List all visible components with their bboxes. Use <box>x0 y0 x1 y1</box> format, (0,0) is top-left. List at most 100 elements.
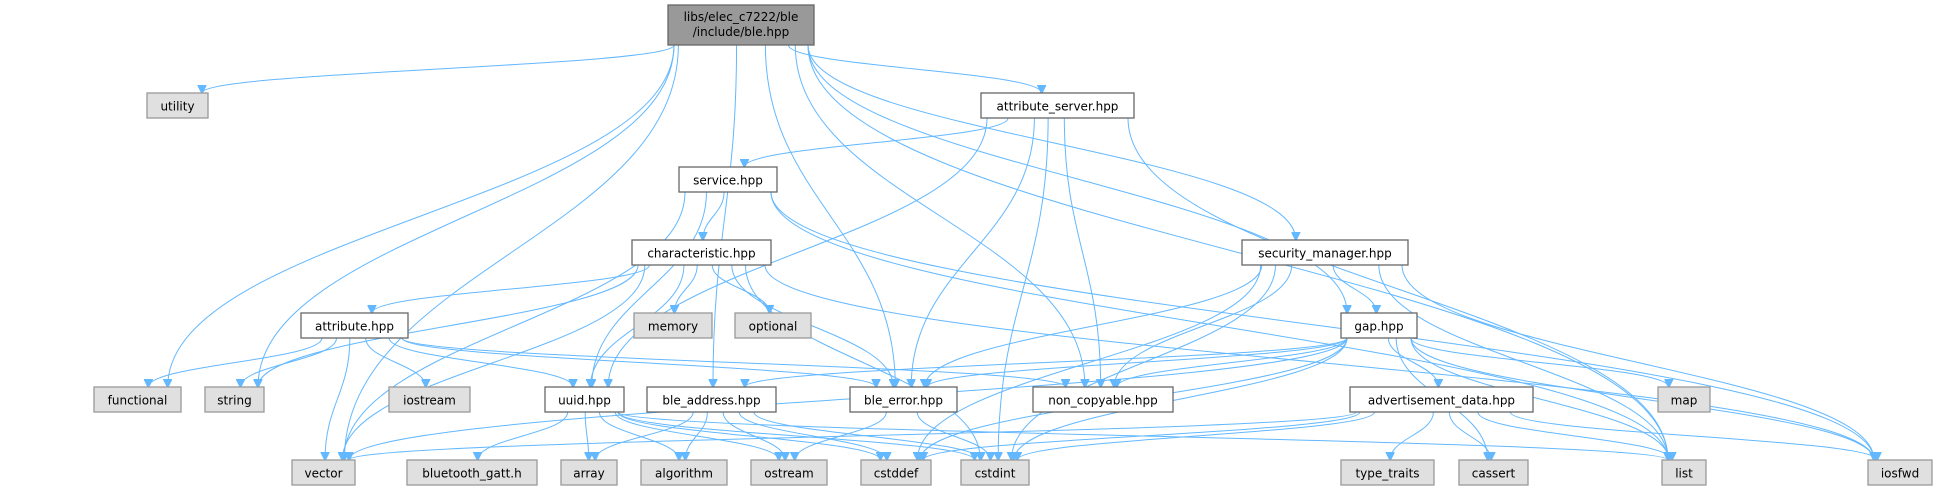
edge-characteristic-to-iosfwd <box>764 264 1874 460</box>
node-box <box>1657 386 1711 413</box>
edge-service-to-uuid <box>592 191 707 387</box>
edge-service-to-iosfwd <box>770 191 1874 460</box>
node-gap[interactable]: gap.hpp <box>1340 312 1418 339</box>
node-box <box>734 312 812 339</box>
node-advertisement-data[interactable]: advertisement_data.hpp <box>1349 386 1534 413</box>
edge-advertisement-data-to-cstdint <box>1017 411 1376 460</box>
node-box <box>1340 459 1435 486</box>
edge-ble-address-to-algorithm <box>685 411 708 460</box>
node-attribute-server[interactable]: attribute_server.hpp <box>980 92 1135 119</box>
node-box <box>678 166 778 193</box>
node-label: vector <box>304 467 342 481</box>
node-box <box>631 239 772 266</box>
edge-characteristic-to-cstdint <box>745 264 981 460</box>
node-label: characteristic.hpp <box>647 247 755 261</box>
node-type-traits: type_traits <box>1340 459 1435 486</box>
edge-gap-to-ble-address <box>745 337 1348 387</box>
node-box <box>750 459 828 486</box>
edge-ble-to-security-manager <box>807 44 1296 240</box>
node-bluetooth-gatt: bluetooth_gatt.h <box>406 459 538 486</box>
node-box <box>1661 459 1707 486</box>
node-box <box>93 386 182 413</box>
edge-uuid-to-bluetooth-gatt <box>478 411 569 460</box>
edge-ble-to-vector <box>344 44 679 460</box>
edge-service-to-characteristic <box>703 191 725 240</box>
node-map: map <box>1657 386 1711 413</box>
node-label: uuid.hpp <box>558 394 611 408</box>
edge-characteristic-to-ble-error <box>731 264 894 387</box>
node-box <box>960 459 1030 486</box>
node-box <box>1867 459 1933 486</box>
node-label: ble_address.hpp <box>662 394 760 408</box>
edge-ble-to-utility <box>202 44 675 93</box>
node-label: iostream <box>403 394 456 408</box>
edge-attribute-server-to-uuid <box>608 117 988 387</box>
edge-attribute-to-iostream <box>365 337 426 387</box>
node-box <box>1032 386 1174 413</box>
root-label-line-1: libs/elec_c7222/ble <box>684 10 799 24</box>
node-label: service.hpp <box>693 174 763 188</box>
edge-ble-to-ble-address <box>713 44 738 387</box>
node-box <box>849 386 958 413</box>
edge-gap-to-map <box>1410 337 1669 387</box>
node-characteristic[interactable]: characteristic.hpp <box>631 239 772 266</box>
node-label: attribute_server.hpp <box>997 100 1119 114</box>
node-box <box>560 459 618 486</box>
edge-attribute-server-to-ble-error <box>911 117 1035 387</box>
node-algorithm: algorithm <box>640 459 728 486</box>
node-label: cassert <box>1472 467 1516 481</box>
node-label: utility <box>160 100 194 114</box>
edge-attribute-to-ble-error <box>401 337 876 387</box>
node-ble-address[interactable]: ble_address.hpp <box>646 386 777 413</box>
edge-ble-error-to-cstdint <box>916 411 990 460</box>
node-box <box>1349 386 1534 413</box>
edge-security-manager-to-cstddef <box>917 264 1262 460</box>
node-label: cstddef <box>874 467 919 481</box>
node-box <box>1340 312 1418 339</box>
node-label: iosfwd <box>1881 467 1919 481</box>
root-label-line-2: /include/ble.hpp <box>693 25 790 39</box>
edge-attribute-to-non-copyable <box>401 337 1066 387</box>
node-label: non_copyable.hpp <box>1048 394 1158 408</box>
node-service[interactable]: service.hpp <box>678 166 778 193</box>
node-ble-error[interactable]: ble_error.hpp <box>849 386 958 413</box>
node-iosfwd: iosfwd <box>1867 459 1933 486</box>
node-box <box>646 386 777 413</box>
node-label: attribute.hpp <box>315 320 394 334</box>
node-memory: memory <box>633 312 713 339</box>
node-security-manager[interactable]: security_manager.hpp <box>1241 239 1409 266</box>
node-label: ble_error.hpp <box>864 394 943 408</box>
node-attribute[interactable]: attribute.hpp <box>300 312 409 339</box>
edge-gap-to-cstdint <box>1014 337 1348 460</box>
node-box <box>388 386 471 413</box>
node-label: memory <box>648 320 698 334</box>
edge-ble-to-list <box>807 44 1668 460</box>
node-cassert: cassert <box>1458 459 1529 486</box>
node-uuid[interactable]: uuid.hpp <box>544 386 625 413</box>
node-box <box>544 386 625 413</box>
edge-characteristic-to-memory <box>674 264 698 313</box>
node-non-copyable[interactable]: non_copyable.hpp <box>1032 386 1174 413</box>
edge-attribute-server-to-service <box>744 117 1009 167</box>
edge-gap-to-non-copyable <box>1117 337 1348 387</box>
node-root-ble-hpp[interactable]: libs/elec_c7222/ble /include/ble.hpp <box>667 4 815 46</box>
edge-ble-address-to-cstddef <box>738 411 887 460</box>
edge-attribute-server-to-list <box>1127 117 1668 460</box>
node-box <box>1458 459 1529 486</box>
nodes-layer: libs/elec_c7222/ble /include/ble.hpp uti… <box>93 4 1933 486</box>
edge-service-to-list <box>770 191 1668 460</box>
edge-ble-address-to-array <box>595 411 694 460</box>
node-label: optional <box>749 320 798 334</box>
edge-ble-to-functional <box>168 44 675 387</box>
node-box <box>300 312 409 339</box>
edge-characteristic-to-string <box>258 264 639 387</box>
edge-advertisement-data-to-cstddef <box>923 411 1361 460</box>
edge-advertisement-data-to-list <box>1477 411 1672 460</box>
edge-attribute-server-to-non-copyable <box>1063 117 1100 387</box>
node-label: algorithm <box>655 467 713 481</box>
node-box <box>146 92 209 119</box>
edge-security-manager-to-ble-error <box>925 264 1263 387</box>
node-label: array <box>573 467 604 481</box>
edge-uuid-to-cstddef <box>617 411 880 460</box>
